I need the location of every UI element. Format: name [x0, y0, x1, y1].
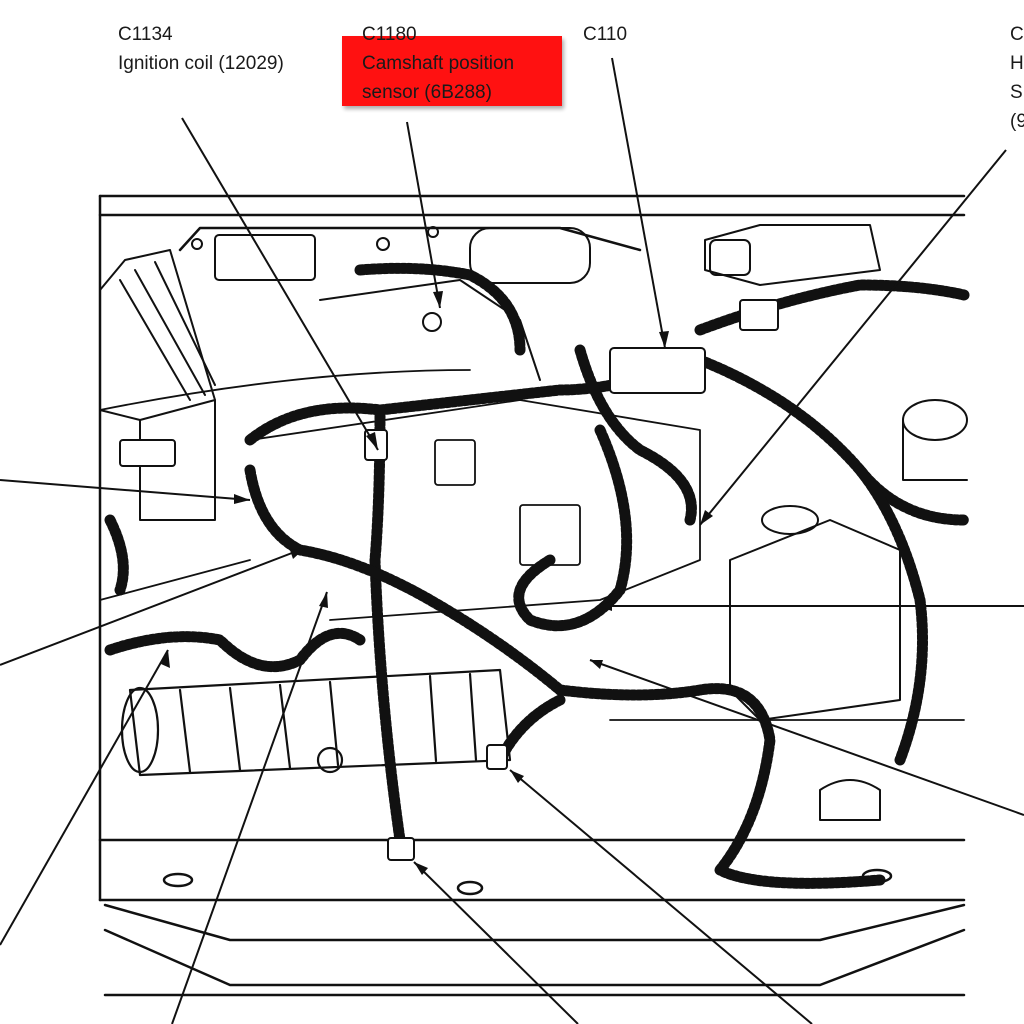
leader-left-1	[0, 479, 251, 501]
callout-right-line1: C	[1010, 24, 1024, 45]
callout-c1134-name: Ignition coil (12029)	[118, 53, 284, 74]
right-components	[704, 224, 968, 821]
left-module	[99, 249, 216, 521]
wiring-harness	[104, 262, 970, 889]
callout-right-line2: H	[1010, 53, 1024, 74]
intake-plenum	[191, 226, 591, 381]
leader-left-2	[0, 547, 306, 666]
arrowheads	[161, 291, 713, 875]
intake-tube	[120, 668, 512, 777]
leader-right-top	[699, 149, 1007, 526]
callout-c1180-line1: Camshaft position	[362, 53, 515, 74]
camshaft-sensor-highlight	[342, 36, 562, 106]
callout-c1180-line2: sensor (6B288)	[362, 82, 492, 103]
callout-c1180-code: C1180	[362, 24, 417, 45]
engine-block	[99, 369, 965, 721]
front-crossmember	[98, 838, 966, 997]
leader-bottom-3	[413, 861, 579, 1024]
callout-c110-code: C110	[583, 24, 628, 45]
callout-c1180: C1180 Camshaft position sensor (6B288)	[362, 20, 514, 107]
callout-c110: C110	[583, 20, 627, 49]
leader-c1134	[181, 117, 379, 451]
callout-right-line4: (9	[1010, 111, 1024, 132]
callout-right-cut: C H S (9	[1010, 20, 1024, 136]
leader-bottom-2	[171, 591, 328, 1024]
leader-lines	[0, 57, 1024, 1024]
firewall-outline	[98, 194, 966, 902]
callout-c1134-code: C1134	[118, 24, 173, 45]
leader-c110	[611, 57, 666, 349]
callout-c1134: C1134 Ignition coil (12029)	[118, 20, 284, 78]
leader-bottom-4	[509, 769, 813, 1024]
leader-bottom-1	[0, 649, 169, 946]
connectors	[119, 299, 779, 861]
callout-right-line3: S	[1010, 82, 1023, 103]
leader-c1180	[406, 121, 441, 309]
leader-right-low	[589, 659, 1024, 816]
